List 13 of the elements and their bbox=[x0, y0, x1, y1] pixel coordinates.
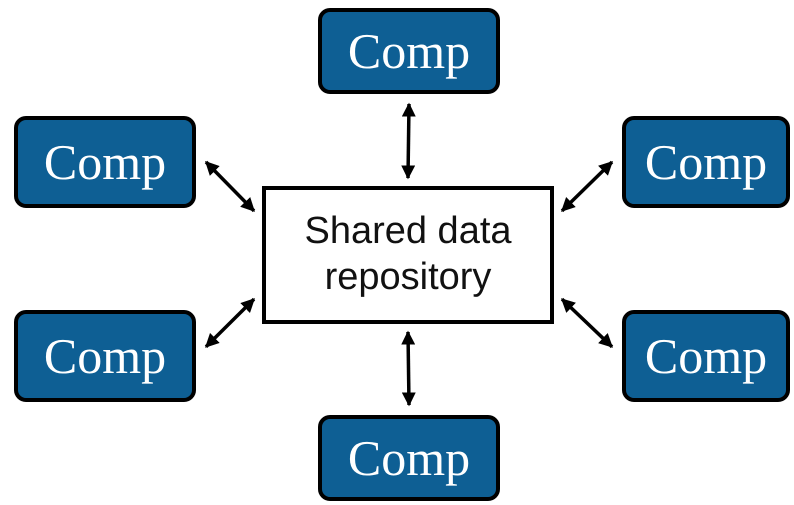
component-box: Comp bbox=[318, 8, 500, 94]
component-box: Comp bbox=[14, 310, 196, 402]
double-arrow bbox=[560, 298, 614, 348]
repository-box: Shared data repository bbox=[262, 186, 554, 324]
double-arrow bbox=[401, 330, 416, 406]
component-box: Comp bbox=[14, 116, 196, 208]
double-arrow bbox=[401, 102, 416, 180]
double-arrow bbox=[560, 160, 614, 212]
component-box: Comp bbox=[622, 310, 790, 402]
double-arrow bbox=[204, 298, 256, 348]
component-box: Comp bbox=[318, 415, 500, 501]
component-box: Comp bbox=[622, 116, 790, 208]
double-arrow bbox=[204, 160, 256, 212]
